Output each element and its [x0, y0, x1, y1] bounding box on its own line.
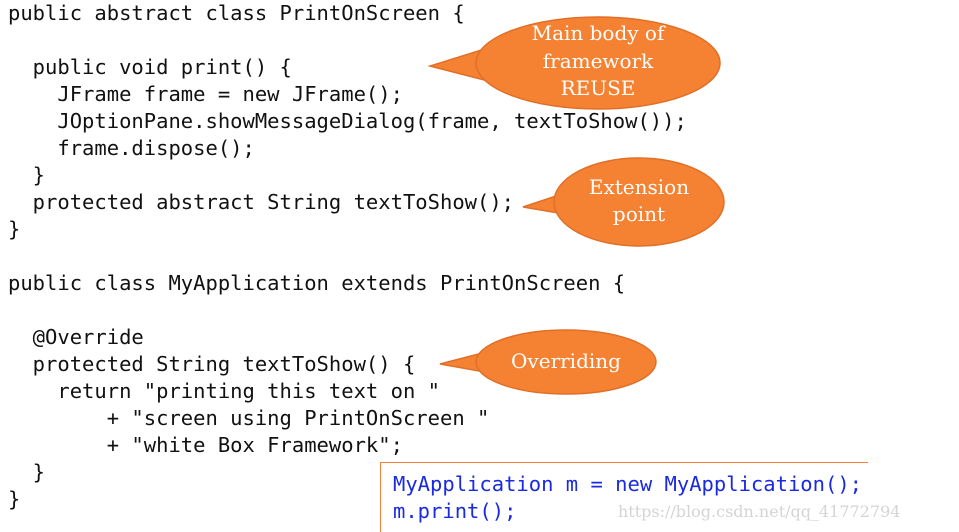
main-body-callout-line3: REUSE [560, 76, 636, 100]
code-line-13: @Override [8, 325, 144, 349]
code-line-6: frame.dispose(); [8, 136, 255, 160]
usage-line-2: m.print(); [393, 499, 517, 523]
watermark-text: https://blog.csdn.net/qq_41772794 [618, 502, 901, 521]
code-line-11: public class MyApplication extends Print… [8, 271, 626, 295]
code-line-17: + "white Box Framework"; [8, 433, 403, 457]
usage-line-1: MyApplication m = new MyApplication(); [393, 472, 862, 496]
main-body-callout-line1: Main body of [531, 21, 665, 45]
overriding-callout-text: Overriding [511, 349, 621, 373]
extension-callout-line1: Extension [588, 175, 690, 199]
usage-code-box: MyApplication m = new MyApplication(); m… [380, 462, 868, 532]
code-line-14: protected String textToShow() { [8, 352, 416, 376]
code-line-9: } [8, 217, 21, 241]
code-line-1: public abstract class PrintOnScreen { [8, 1, 465, 25]
code-line-4: JFrame frame = new JFrame(); [8, 82, 403, 106]
code-line-15: return "printing this text on " [8, 379, 440, 403]
main-body-callout-line2: framework [542, 49, 654, 73]
code-line-3: public void print() { [8, 55, 292, 79]
code-line-5: JOptionPane.showMessageDialog(frame, tex… [8, 109, 687, 133]
code-line-16: + "screen using PrintOnScreen " [8, 406, 490, 430]
extension-callout-line2: point [612, 202, 666, 226]
code-line-8: protected abstract String textToShow(); [8, 190, 515, 214]
code-line-19: } [8, 487, 21, 511]
code-line-7: } [8, 163, 46, 187]
code-line-18: } [8, 460, 46, 484]
